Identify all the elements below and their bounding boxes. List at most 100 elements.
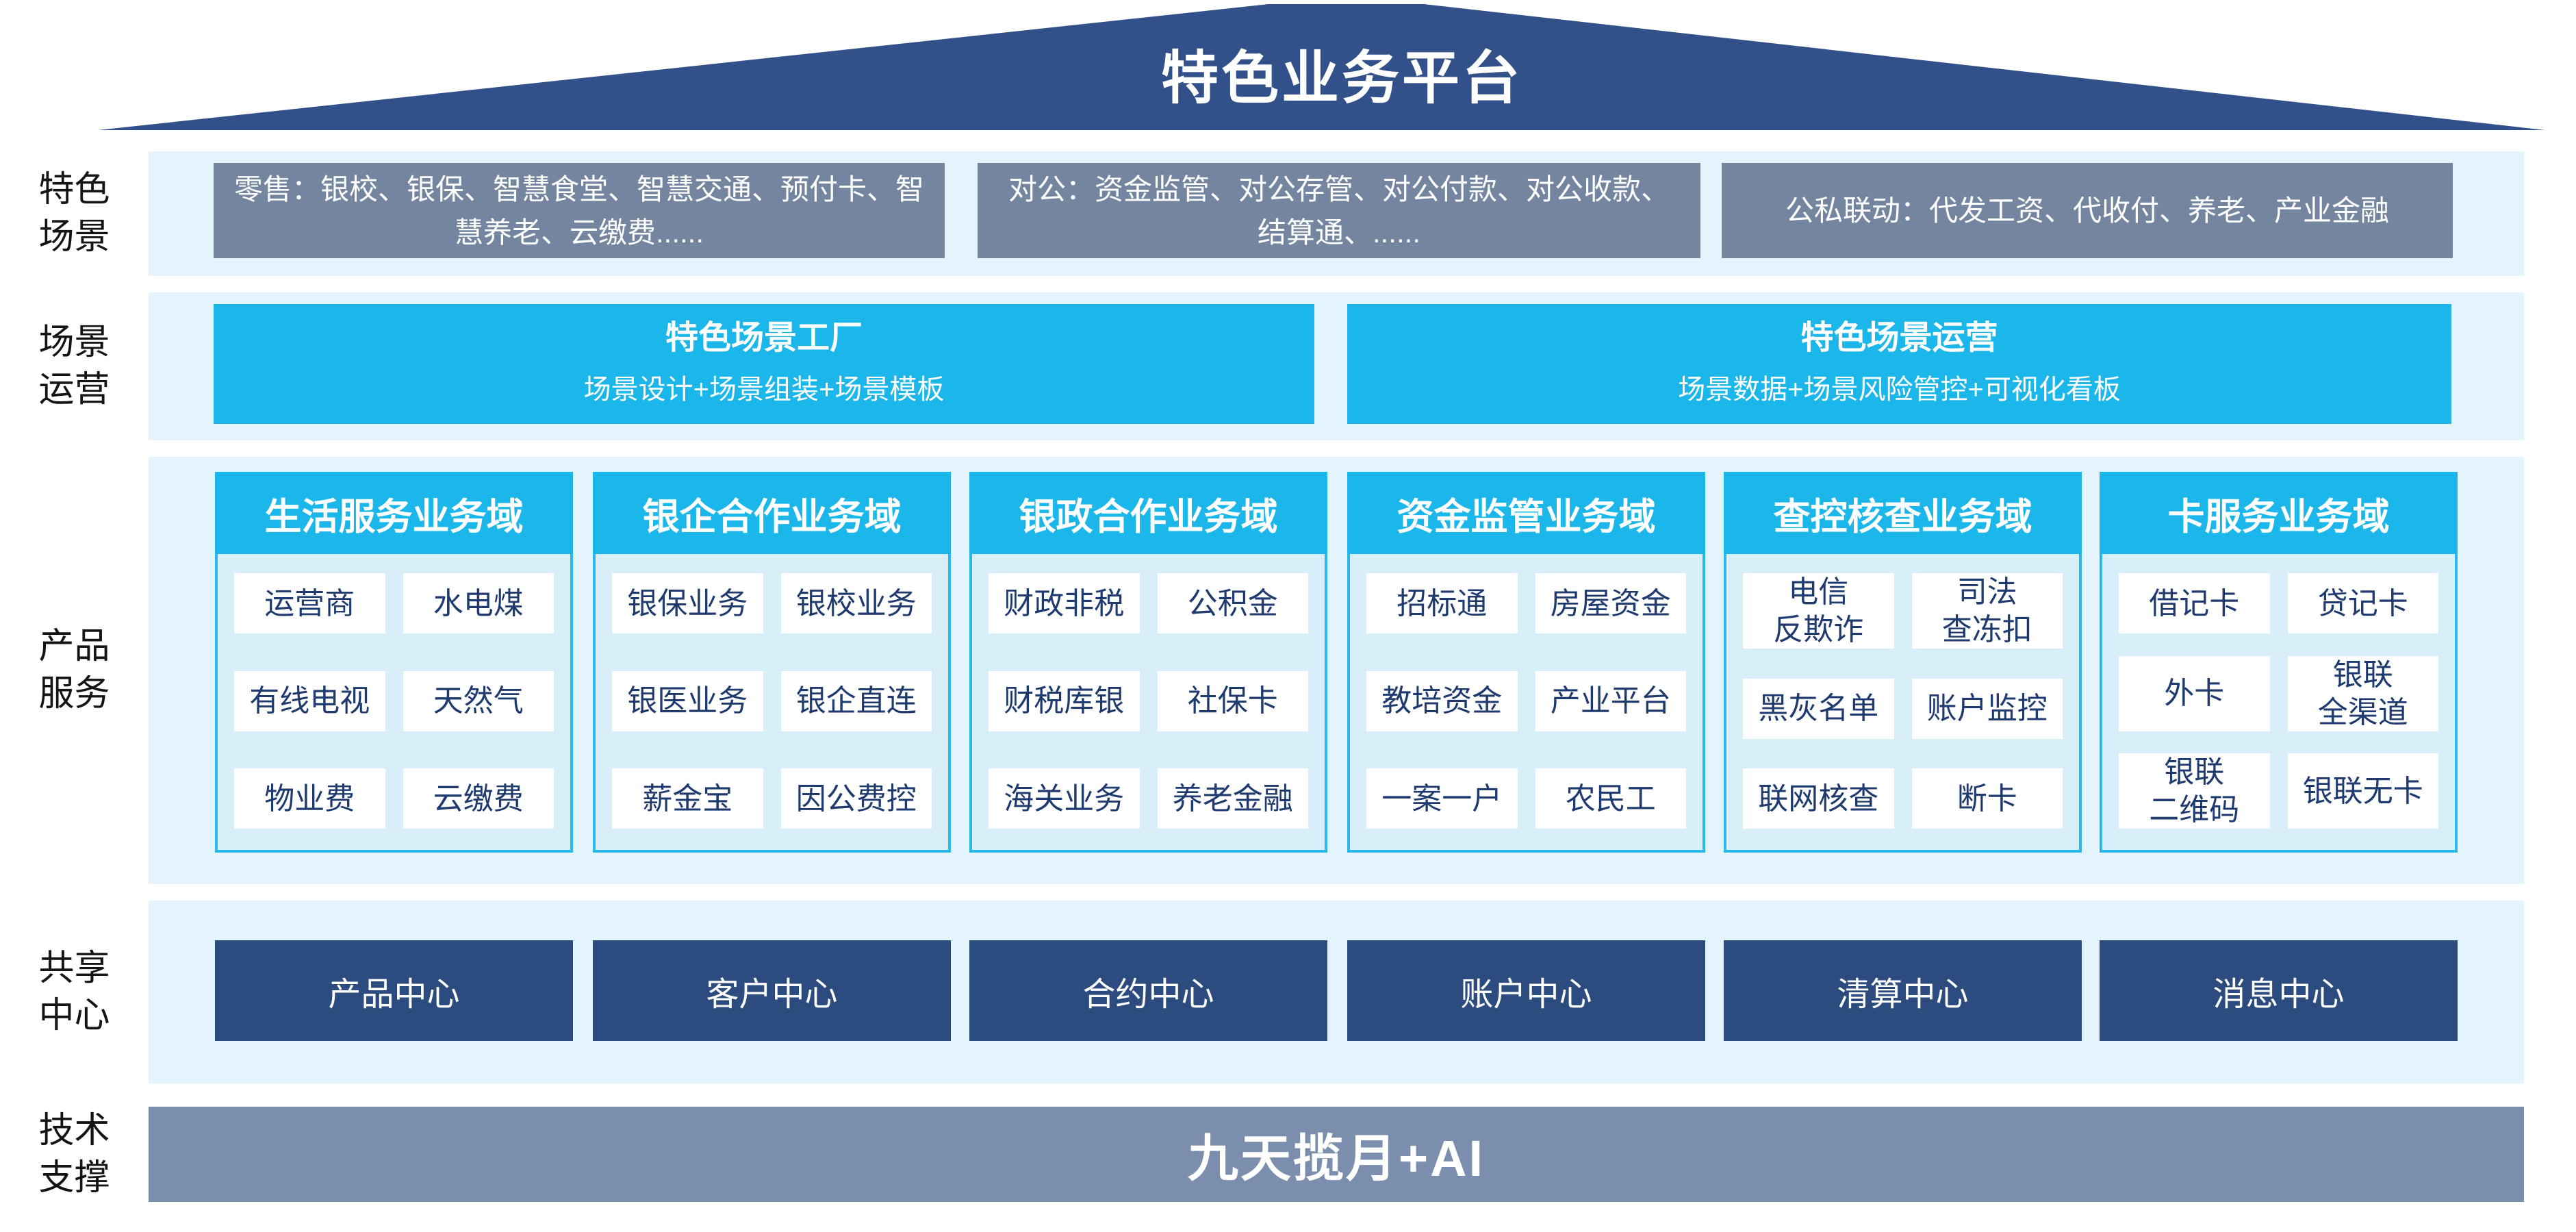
domain-item: 水电煤 bbox=[403, 573, 554, 633]
domain-body: 银保业务 银校业务 银医业务 银企直连 薪金宝 因公费控 bbox=[593, 554, 951, 853]
domain-item: 联网核查 bbox=[1743, 768, 1894, 829]
scenario-box-retail: 零售：银校、银保、智慧食堂、智慧交通、预付卡、智慧养老、云缴费...... bbox=[214, 163, 945, 258]
domain-item-row: 海关业务 养老金融 bbox=[989, 768, 1308, 829]
domain-item: 海关业务 bbox=[989, 768, 1140, 829]
domain-item: 运营商 bbox=[234, 573, 385, 633]
domain-item: 贷记卡 bbox=[2287, 573, 2438, 633]
domain-item: 银企直连 bbox=[780, 670, 932, 731]
products-band: 生活服务业务域 运营商 水电煤 有线电视 天然气 物业费 云缴费 bbox=[149, 457, 2524, 884]
domain-body: 招标通 房屋资金 教培资金 产业平台 一案一户 农民工 bbox=[1347, 554, 1705, 853]
domain-item: 云缴费 bbox=[403, 768, 554, 829]
domain-item: 银校业务 bbox=[780, 573, 932, 633]
domain-body: 电信 反欺诈 司法 查冻扣 黑灰名单 账户监控 联网核查 断卡 bbox=[1724, 554, 2082, 853]
domain-header: 卡服务业务域 bbox=[2100, 472, 2458, 554]
domain-item: 产业平台 bbox=[1535, 670, 1686, 731]
center-box-message: 消息中心 bbox=[2100, 940, 2458, 1041]
row-scenarios: 特色 场景 零售：银校、银保、智慧食堂、智慧交通、预付卡、智慧养老、云缴费...… bbox=[0, 151, 2524, 276]
center-box-clearing: 清算中心 bbox=[1724, 940, 2082, 1041]
domain-header: 银政合作业务域 bbox=[969, 472, 1327, 554]
domain-bank-government: 银政合作业务域 财政非税 公积金 财税库银 社保卡 海关业务 养老金融 bbox=[969, 472, 1327, 853]
domain-item-row: 财政非税 公积金 bbox=[989, 573, 1308, 633]
domain-body: 借记卡 贷记卡 外卡 银联 全渠道 银联 二维码 银联无卡 bbox=[2100, 554, 2458, 853]
domain-item: 财税库银 bbox=[989, 670, 1140, 731]
domain-item: 社保卡 bbox=[1157, 670, 1308, 731]
domain-item: 一案一户 bbox=[1366, 768, 1518, 829]
domain-item: 外卡 bbox=[2119, 655, 2270, 731]
operation-box-ops: 特色场景运营 场景数据+场景风险管控+可视化看板 bbox=[1347, 304, 2451, 424]
center-box-contract: 合约中心 bbox=[969, 940, 1327, 1041]
domain-item: 教培资金 bbox=[1366, 670, 1518, 731]
domain-item-row: 银联 二维码 银联无卡 bbox=[2119, 753, 2438, 829]
domain-header: 查控核查业务域 bbox=[1724, 472, 2082, 554]
row-label-operations: 场景 运营 bbox=[38, 323, 110, 410]
domain-item: 物业费 bbox=[234, 768, 385, 829]
domain-item: 司法 查冻扣 bbox=[1911, 573, 2063, 649]
domain-item-row: 联网核查 断卡 bbox=[1743, 768, 2063, 829]
domain-inquiry-verification: 查控核查业务域 电信 反欺诈 司法 查冻扣 黑灰名单 账户监控 联网核查 断卡 bbox=[1724, 472, 2082, 853]
centers-band: 产品中心 客户中心 合约中心 账户中心 清算中心 消息中心 bbox=[149, 901, 2524, 1083]
domain-item: 房屋资金 bbox=[1535, 573, 1686, 633]
row-tech: 技术 支撑 九天揽月+AI bbox=[0, 1107, 2524, 1202]
center-box-customer: 客户中心 bbox=[593, 940, 951, 1041]
domain-card-services: 卡服务业务域 借记卡 贷记卡 外卡 银联 全渠道 银联 二维码 银联无卡 bbox=[2100, 472, 2458, 853]
domain-item: 农民工 bbox=[1535, 768, 1686, 829]
domain-item-row: 物业费 云缴费 bbox=[234, 768, 554, 829]
domain-item-row: 电信 反欺诈 司法 查冻扣 bbox=[1743, 573, 2063, 649]
row-label-tech: 技术 支撑 bbox=[38, 1110, 110, 1198]
row-centers: 共享 中心 产品中心 客户中心 合约中心 账户中心 清算中心 消息中心 bbox=[0, 901, 2524, 1083]
roof-shape bbox=[98, 4, 2545, 130]
domain-item-row: 财税库银 社保卡 bbox=[989, 670, 1308, 731]
domain-life-services: 生活服务业务域 运营商 水电煤 有线电视 天然气 物业费 云缴费 bbox=[215, 472, 573, 853]
domain-item-row: 银保业务 银校业务 bbox=[612, 573, 932, 633]
operation-subtitle: 场景设计+场景组装+场景模板 bbox=[583, 375, 945, 405]
domain-item-row: 银医业务 银企直连 bbox=[612, 670, 932, 731]
row-label-products: 产品 服务 bbox=[38, 627, 110, 714]
row-products: 产品 服务 生活服务业务域 运营商 水电煤 有线电视 天然气 物业费 云缴费 bbox=[0, 457, 2524, 884]
domain-item-row: 外卡 银联 全渠道 bbox=[2119, 655, 2438, 731]
domain-bank-enterprise: 银企合作业务域 银保业务 银校业务 银医业务 银企直连 薪金宝 因公费控 bbox=[593, 472, 951, 853]
domain-item: 有线电视 bbox=[234, 670, 385, 731]
domain-body: 运营商 水电煤 有线电视 天然气 物业费 云缴费 bbox=[215, 554, 573, 853]
domain-item-row: 黑灰名单 账户监控 bbox=[1743, 678, 2063, 739]
domain-item: 薪金宝 bbox=[612, 768, 763, 829]
domain-item-row: 教培资金 产业平台 bbox=[1366, 670, 1686, 731]
domain-item: 银联无卡 bbox=[2287, 753, 2438, 829]
row-label-centers: 共享 中心 bbox=[38, 948, 110, 1035]
domain-item-row: 薪金宝 因公费控 bbox=[612, 768, 932, 829]
operation-title: 特色场景工厂 bbox=[665, 320, 863, 356]
tech-support-bar: 九天揽月+AI bbox=[149, 1107, 2524, 1202]
scenario-box-corporate: 对公：资金监管、对公存管、对公付款、对公收款、结算通、...... bbox=[978, 163, 1700, 258]
domain-header: 银企合作业务域 bbox=[593, 472, 951, 554]
scenarios-band: 零售：银校、银保、智慧食堂、智慧交通、预付卡、智慧养老、云缴费...... 对公… bbox=[149, 151, 2524, 276]
domain-item: 天然气 bbox=[403, 670, 554, 731]
scenario-box-linkage: 公私联动：代发工资、代收付、养老、产业金融 bbox=[1722, 163, 2453, 258]
domain-item: 断卡 bbox=[1911, 768, 2063, 829]
domain-item-row: 招标通 房屋资金 bbox=[1366, 573, 1686, 633]
domain-item: 账户监控 bbox=[1911, 678, 2063, 739]
domain-item: 黑灰名单 bbox=[1743, 678, 1894, 739]
domain-item: 借记卡 bbox=[2119, 573, 2270, 633]
domain-header: 生活服务业务域 bbox=[215, 472, 573, 554]
domain-item: 公积金 bbox=[1157, 573, 1308, 633]
domain-item: 电信 反欺诈 bbox=[1743, 573, 1894, 649]
domain-item: 银联 全渠道 bbox=[2287, 655, 2438, 731]
operation-title: 特色场景运营 bbox=[1800, 320, 1998, 356]
domain-item: 养老金融 bbox=[1157, 768, 1308, 829]
domain-item: 银医业务 bbox=[612, 670, 763, 731]
domain-item-row: 有线电视 天然气 bbox=[234, 670, 554, 731]
center-box-product: 产品中心 bbox=[215, 940, 573, 1041]
domain-item: 财政非税 bbox=[989, 573, 1140, 633]
domain-item-row: 借记卡 贷记卡 bbox=[2119, 573, 2438, 633]
domain-header: 资金监管业务域 bbox=[1347, 472, 1705, 554]
operation-box-factory: 特色场景工厂 场景设计+场景组装+场景模板 bbox=[214, 304, 1314, 424]
domain-item-row: 一案一户 农民工 bbox=[1366, 768, 1686, 829]
domain-item: 招标通 bbox=[1366, 573, 1518, 633]
platform-title: 特色业务平台 bbox=[1160, 46, 1522, 110]
tech-band: 九天揽月+AI bbox=[149, 1107, 2524, 1202]
domain-body: 财政非税 公积金 财税库银 社保卡 海关业务 养老金融 bbox=[969, 554, 1327, 853]
domain-item: 银保业务 bbox=[612, 573, 763, 633]
operations-band: 特色场景工厂 场景设计+场景组装+场景模板 特色场景运营 场景数据+场景风险管控… bbox=[149, 292, 2524, 440]
domain-fund-supervision: 资金监管业务域 招标通 房屋资金 教培资金 产业平台 一案一户 农民工 bbox=[1347, 472, 1705, 853]
row-label-scenarios: 特色 场景 bbox=[38, 170, 110, 257]
